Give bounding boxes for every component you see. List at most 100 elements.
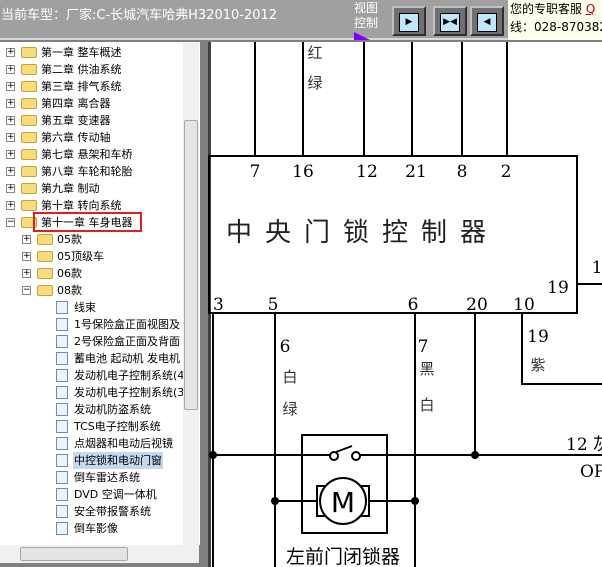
tree-item[interactable]: + 第三章 排气系统	[0, 78, 183, 95]
arrow-left-icon: ◀	[477, 13, 497, 32]
expand-icon[interactable]: +	[6, 64, 15, 74]
actuator-box	[301, 434, 388, 534]
tree-item-label: 1号保险盒正面视图及	[74, 318, 180, 331]
wire-color-label: 绿	[282, 400, 297, 418]
document-icon	[56, 488, 68, 501]
expand-icon[interactable]: +	[6, 47, 15, 57]
scroll-thumb[interactable]	[20, 547, 128, 561]
tree-item[interactable]: + 第九章 制动	[0, 180, 183, 197]
tree-item-label: 线束	[74, 301, 96, 314]
tree-item[interactable]: + 第四章 离合器	[0, 95, 183, 112]
service-text: 您的专职客服	[510, 2, 583, 16]
expand-icon[interactable]: +	[22, 268, 31, 278]
tree-item[interactable]: 中控锁和电动门窗	[0, 452, 183, 469]
scroll-thumb[interactable]	[184, 120, 198, 410]
tree-item[interactable]: +05款	[0, 231, 183, 248]
tree-item-label: 倒车雷达系统	[74, 471, 140, 484]
tree-item[interactable]: + 第二章 供油系统	[0, 61, 183, 78]
tree-item[interactable]: 2号保险盒正面及背面	[0, 333, 183, 350]
expand-icon[interactable]: +	[6, 183, 15, 193]
folder-icon	[21, 183, 37, 194]
expand-icon[interactable]: +	[6, 166, 15, 176]
tree-item[interactable]: 蓄电池 起动机 发电机	[0, 350, 183, 367]
tree-item[interactable]: TCS电子控制系统	[0, 418, 183, 435]
document-icon	[56, 420, 68, 433]
wiring-diagram[interactable]: 7 16 12 21 8 2 13 5 6 20 10 19 1 6 7 19 …	[208, 42, 602, 567]
tree-item[interactable]: +第十章 转向系统	[0, 197, 183, 214]
tree-item[interactable]: +第一章 整车概述	[0, 44, 183, 61]
pin-label: 12	[356, 162, 378, 182]
tree-item[interactable]: +第五章 变速器	[0, 112, 183, 129]
qq-link[interactable]: Q	[585, 2, 596, 16]
expand-icon[interactable]: +	[22, 234, 31, 244]
collapse-icon[interactable]: −	[22, 285, 31, 295]
tree-item[interactable]: +06款	[0, 265, 183, 282]
tree-vertical-scrollbar[interactable]	[183, 42, 199, 545]
document-icon	[56, 522, 68, 535]
arrows-inward-icon: ▶◀	[440, 13, 460, 32]
tree-item[interactable]: +第七章 悬架和车桥	[0, 146, 183, 163]
document-icon	[56, 369, 68, 382]
view-control-toggle-icon[interactable]	[354, 32, 370, 40]
folder-icon	[37, 251, 53, 262]
document-icon	[56, 386, 68, 399]
controller-title: 中央门锁控制器	[226, 218, 499, 248]
expand-icon[interactable]: +	[6, 132, 15, 142]
tree-item[interactable]: 倒车雷达系统	[0, 469, 183, 486]
document-icon	[56, 301, 68, 314]
tree-item-label: 2号保险盒正面及背面	[74, 335, 180, 348]
view-split-button[interactable]: ▶◀	[433, 6, 467, 36]
expand-icon[interactable]: +	[22, 251, 31, 261]
tree-item-label: 05款	[57, 233, 82, 246]
wire-color-label: 黑	[419, 360, 434, 378]
tree-item-label: 发动机电子控制系统(4	[74, 369, 185, 382]
document-icon	[56, 403, 68, 416]
tree-item-label: 点烟器和电动后视镜	[74, 437, 173, 450]
folder-icon	[21, 166, 37, 177]
tree-item[interactable]: −08款	[0, 282, 183, 299]
tree-item[interactable]: 发动机电子控制系统(4	[0, 367, 185, 384]
folder-icon	[37, 285, 53, 296]
tree-item-label: DVD 空调一体机	[74, 488, 157, 501]
pin-label: 1	[592, 258, 602, 278]
wire-color-label: 12 灰	[566, 435, 602, 455]
tree-item[interactable]: 安全带报警系统	[0, 503, 183, 520]
wire-pin-label: 6	[280, 337, 291, 357]
tree-item-label: 发动机电子控制系统(3	[74, 386, 185, 399]
tree-item-label: 第三章 排气系统	[41, 80, 122, 93]
tree-item[interactable]: +05顶级车	[0, 248, 183, 265]
tree-item[interactable]: 线束	[0, 299, 183, 316]
expand-icon[interactable]: +	[6, 149, 15, 159]
tree-horizontal-scrollbar[interactable]	[0, 545, 199, 563]
expand-icon[interactable]: +	[6, 98, 15, 108]
pin-label: 7	[250, 162, 261, 182]
pin-label: 10	[513, 295, 535, 315]
tree-item[interactable]: +第八章 车轮和轮胎	[0, 163, 183, 180]
tree-item[interactable]: 点烟器和电动后视镜	[0, 435, 183, 452]
expand-icon[interactable]: +	[6, 200, 15, 210]
expand-icon[interactable]: +	[6, 81, 15, 91]
arrow-right-icon: ▶	[399, 13, 419, 32]
collapse-icon[interactable]: −	[6, 217, 15, 227]
tree-item[interactable]: DVD 空调一体机	[0, 486, 183, 503]
service-phone: 线：028-870382	[510, 20, 602, 34]
tree-item-label: 第九章 制动	[41, 182, 100, 195]
view-expand-left-button[interactable]: ◀	[470, 6, 504, 36]
view-expand-right-button[interactable]: ▶	[392, 6, 426, 36]
wire-color-label: 红绿	[307, 44, 322, 92]
wire-color-label: 白	[419, 396, 434, 414]
tree-item-label: 第二章 供油系统	[41, 63, 122, 76]
wire-pin-label: 7	[418, 337, 429, 357]
tree-item[interactable]: +第六章 传动轴	[0, 129, 183, 146]
folder-icon	[21, 149, 37, 160]
tree-item[interactable]: 1号保险盒正面视图及	[0, 316, 183, 333]
tree-item[interactable]: −第十一章 车身电器	[0, 214, 183, 231]
folder-icon	[21, 64, 37, 75]
expand-icon[interactable]: +	[6, 115, 15, 125]
tree-item[interactable]: 发动机电子控制系统(3	[0, 384, 185, 401]
document-icon	[56, 437, 68, 450]
tree-item-label: 第四章 离合器	[41, 97, 111, 110]
controller-box	[208, 155, 578, 314]
tree-item[interactable]: 倒车影像	[0, 520, 183, 537]
tree-item[interactable]: 发动机防盗系统	[0, 401, 183, 418]
